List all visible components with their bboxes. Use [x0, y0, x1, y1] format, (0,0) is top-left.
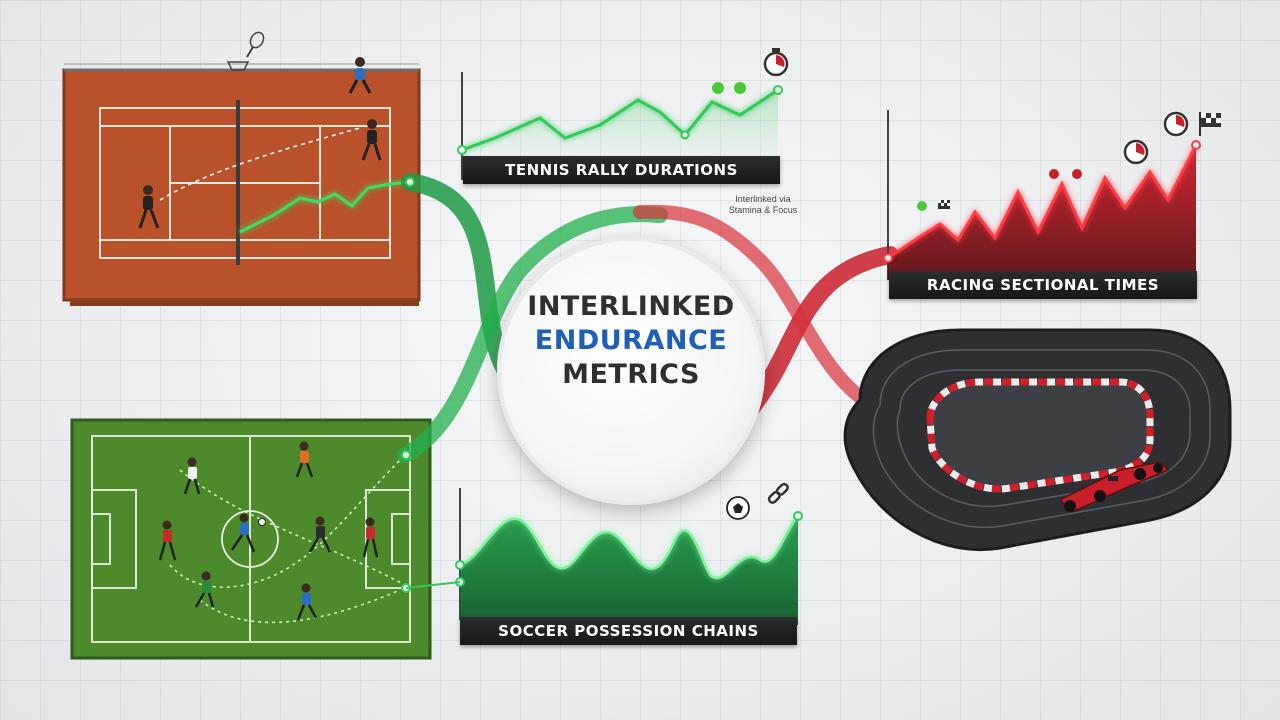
tennis-player-icon — [348, 57, 372, 94]
tennis-ball-icon — [712, 82, 724, 94]
racing-sectional-chart — [883, 110, 1201, 280]
soccer-player-icon — [183, 457, 201, 495]
center-title-line2: ENDURANCE — [534, 325, 728, 356]
soccer-player-icon — [230, 513, 256, 553]
checkered-flag-icon — [938, 200, 950, 209]
checkered-flag-icon — [1199, 112, 1221, 136]
interlink-note: Interlinked via Stamina & Focus — [708, 194, 818, 216]
soccer-player-icon — [296, 583, 318, 621]
soccer-player-icon — [295, 441, 314, 478]
soccer-player-icon — [308, 516, 332, 553]
soccer-possession-chart — [401, 450, 803, 625]
race-car-icon — [1058, 461, 1170, 513]
soccer-ball-icon — [726, 496, 750, 520]
center-title: INTERLINKED ENDURANCE METRICS — [497, 290, 765, 392]
race-track — [843, 328, 1232, 551]
chain-link-icon — [767, 482, 789, 504]
tennis-ball-icon — [917, 201, 927, 211]
tennis-player-icon — [138, 185, 160, 229]
tennis-ball-icon — [1072, 169, 1082, 179]
soccer-player-icon — [158, 520, 177, 561]
center-title-line1: INTERLINKED — [527, 291, 735, 322]
soccer-ball-icon — [258, 518, 266, 526]
soccer-panel-label: SOCCER POSSESSION CHAINS — [460, 617, 797, 645]
tennis-panel-label: TENNIS RALLY DURATIONS — [463, 156, 780, 184]
soccer-player-icon — [194, 571, 215, 608]
soccer-field — [70, 418, 432, 660]
center-title-line3: METRICS — [562, 359, 700, 390]
tennis-racket-icon — [226, 31, 265, 71]
soccer-player-icon — [362, 517, 379, 558]
tennis-player-icon — [361, 119, 382, 161]
interlink-note-line2: Stamina & Focus — [728, 205, 798, 215]
tennis-ball-icon — [734, 82, 746, 94]
tennis-court — [62, 63, 421, 306]
stopwatch-icon — [763, 48, 789, 77]
stopwatch-icon — [1123, 139, 1149, 165]
tennis-ball-icon — [1049, 169, 1059, 179]
stopwatch-icon — [1163, 111, 1189, 137]
racing-panel-label: RACING SECTIONAL TIMES — [889, 271, 1197, 299]
tennis-rally-chart — [405, 72, 783, 187]
center-hub — [497, 237, 765, 505]
interlink-note-line1: Interlinked via — [735, 194, 791, 204]
